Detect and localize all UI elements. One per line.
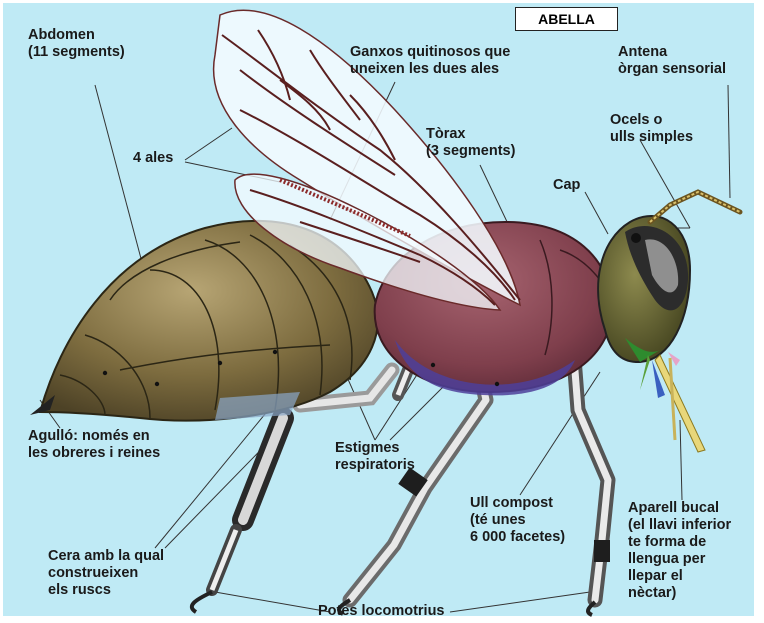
label-cera: Cera amb la qual construeixen els ruscs <box>48 548 164 599</box>
label-line: nèctar) <box>628 585 731 602</box>
label-line: 6 000 facetes) <box>470 529 565 546</box>
label-line: (té unes <box>470 512 565 529</box>
label-line: les obreres i reines <box>28 445 160 462</box>
label-line: òrgan sensorial <box>618 61 726 78</box>
label-line: Aparell bucal <box>628 500 731 517</box>
label-line: llengua per <box>628 551 731 568</box>
label-line: (11 segments) <box>28 44 125 61</box>
head <box>598 216 705 452</box>
label-line: Ganxos quitinosos que <box>350 44 510 61</box>
label-ales: 4 ales <box>133 150 173 167</box>
label-line: (3 segments) <box>426 143 515 160</box>
label-line: Cera amb la qual <box>48 548 164 565</box>
label-antena: Antena òrgan sensorial <box>618 44 726 78</box>
label-line: Antena <box>618 44 726 61</box>
label-estigmes: Estigmes respiratoris <box>335 440 415 474</box>
label-ganxos: Ganxos quitinosos que uneixen les dues a… <box>350 44 510 78</box>
label-line: construeixen <box>48 565 164 582</box>
label-cap: Cap <box>553 177 580 194</box>
label-ocels: Ocels o ulls simples <box>610 112 693 146</box>
label-line: uneixen les dues ales <box>350 61 510 78</box>
diagram-title: ABELLA <box>515 7 618 31</box>
label-line: Ocels o <box>610 112 693 129</box>
label-abdomen: Abdomen (11 segments) <box>28 27 125 61</box>
label-line: (el llavi inferior <box>628 517 731 534</box>
label-line: ulls simples <box>610 129 693 146</box>
label-line: Estigmes <box>335 440 415 457</box>
label-potes: Potes locomotrius <box>318 603 445 620</box>
label-line: 4 ales <box>133 150 173 167</box>
label-ull-compost: Ull compost (té unes 6 000 facetes) <box>470 495 565 546</box>
label-line: Potes locomotrius <box>318 603 445 620</box>
label-line: Abdomen <box>28 27 125 44</box>
label-agullo: Agulló: només en les obreres i reines <box>28 428 160 462</box>
label-aparell-bucal: Aparell bucal (el llavi inferior te form… <box>628 500 731 602</box>
label-line: respiratoris <box>335 457 415 474</box>
label-torax: Tòrax (3 segments) <box>426 126 515 160</box>
label-line: llepar el <box>628 568 731 585</box>
label-line: Agulló: només en <box>28 428 160 445</box>
label-line: Ull compost <box>470 495 565 512</box>
label-line: Cap <box>553 177 580 194</box>
label-line: te forma de <box>628 534 731 551</box>
label-line: Tòrax <box>426 126 515 143</box>
label-line: els ruscs <box>48 582 164 599</box>
